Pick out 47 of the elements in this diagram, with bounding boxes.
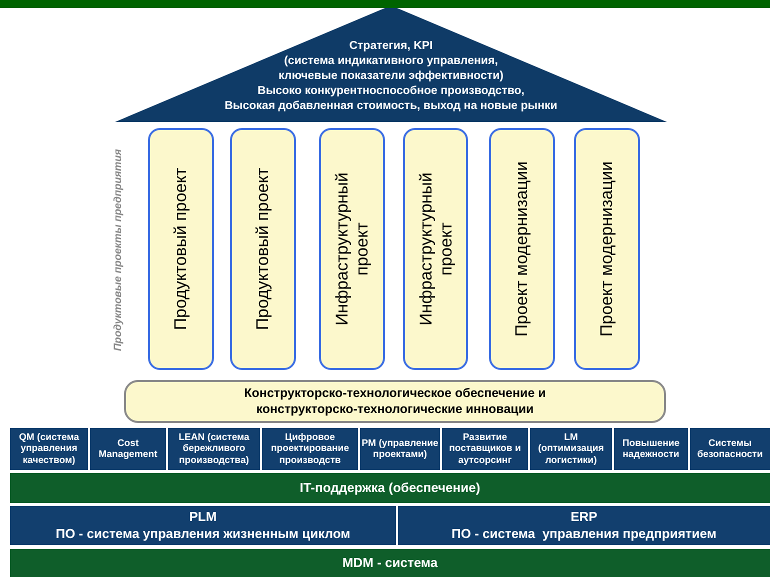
support-bar	[10, 473, 770, 503]
method-box	[262, 428, 358, 470]
method-label: PM (управление проектами)	[360, 438, 440, 460]
pillar-label: Продуктовый проект	[253, 166, 273, 332]
bar-label: ERP	[570, 508, 598, 526]
method-label: Cost Management	[98, 438, 158, 460]
method-label: LEAN (система бережливого производства)	[178, 432, 250, 466]
method-label: Цифровое проектирование производств	[270, 432, 350, 466]
bar-label: PLM	[189, 508, 217, 526]
bar-label: IT-поддержка (обеспечение)	[300, 480, 480, 496]
system-bar	[398, 506, 770, 545]
method-box	[690, 428, 770, 470]
bar-label: ПО - система управления предприятием	[452, 526, 716, 542]
method-box	[360, 428, 440, 470]
method-box	[90, 428, 166, 470]
side-caption: Продуктовые проекты предприятия	[112, 149, 124, 351]
pillar-box	[148, 128, 214, 370]
foundation-box	[124, 380, 666, 423]
support-bar	[10, 549, 770, 577]
pillar-label: Проект модернизации	[597, 160, 617, 339]
pillar-box	[489, 128, 555, 370]
method-label: Повышение надежности	[621, 438, 681, 460]
pillar-box	[403, 128, 468, 370]
pillar-label: Проект модернизации	[512, 160, 532, 339]
roof-text: (система индикативного управления, ключевые показатели эффективности)	[278, 54, 504, 84]
roof-text: Высокая добавленная стоимость, выход на новые рынки	[224, 98, 558, 114]
method-box	[530, 428, 612, 470]
roof-text: Высоко конкурентноспособное производство,	[258, 84, 524, 99]
method-box	[614, 428, 688, 470]
bar-label: ПО - система управления жизненным циклом	[56, 526, 350, 542]
roof-text: Стратегия, KPI	[349, 39, 433, 54]
pillar-box	[230, 128, 296, 370]
method-box	[10, 428, 88, 470]
pillar-box	[574, 128, 640, 370]
method-box	[442, 428, 528, 470]
method-label: QM (система управления качеством)	[18, 432, 80, 466]
bar-label: MDM - система	[342, 554, 438, 572]
method-box	[168, 428, 260, 470]
system-bar	[10, 506, 396, 545]
method-label: Развитие поставщиков и аутсорсинг	[448, 432, 522, 466]
method-label: LM (оптимизация логистики)	[537, 432, 605, 466]
pillar-label: Инфраструктурный проект	[332, 171, 372, 328]
method-label: Системы безопасности	[696, 438, 764, 460]
pillar-label: Инфраструктурный проект	[416, 171, 456, 328]
pillar-box	[319, 128, 385, 370]
pillar-label: Продуктовый проект	[171, 166, 191, 332]
foundation-label: Конструкторско-технологическое обеспечение и конструкторско-технологические инновации	[243, 386, 547, 418]
